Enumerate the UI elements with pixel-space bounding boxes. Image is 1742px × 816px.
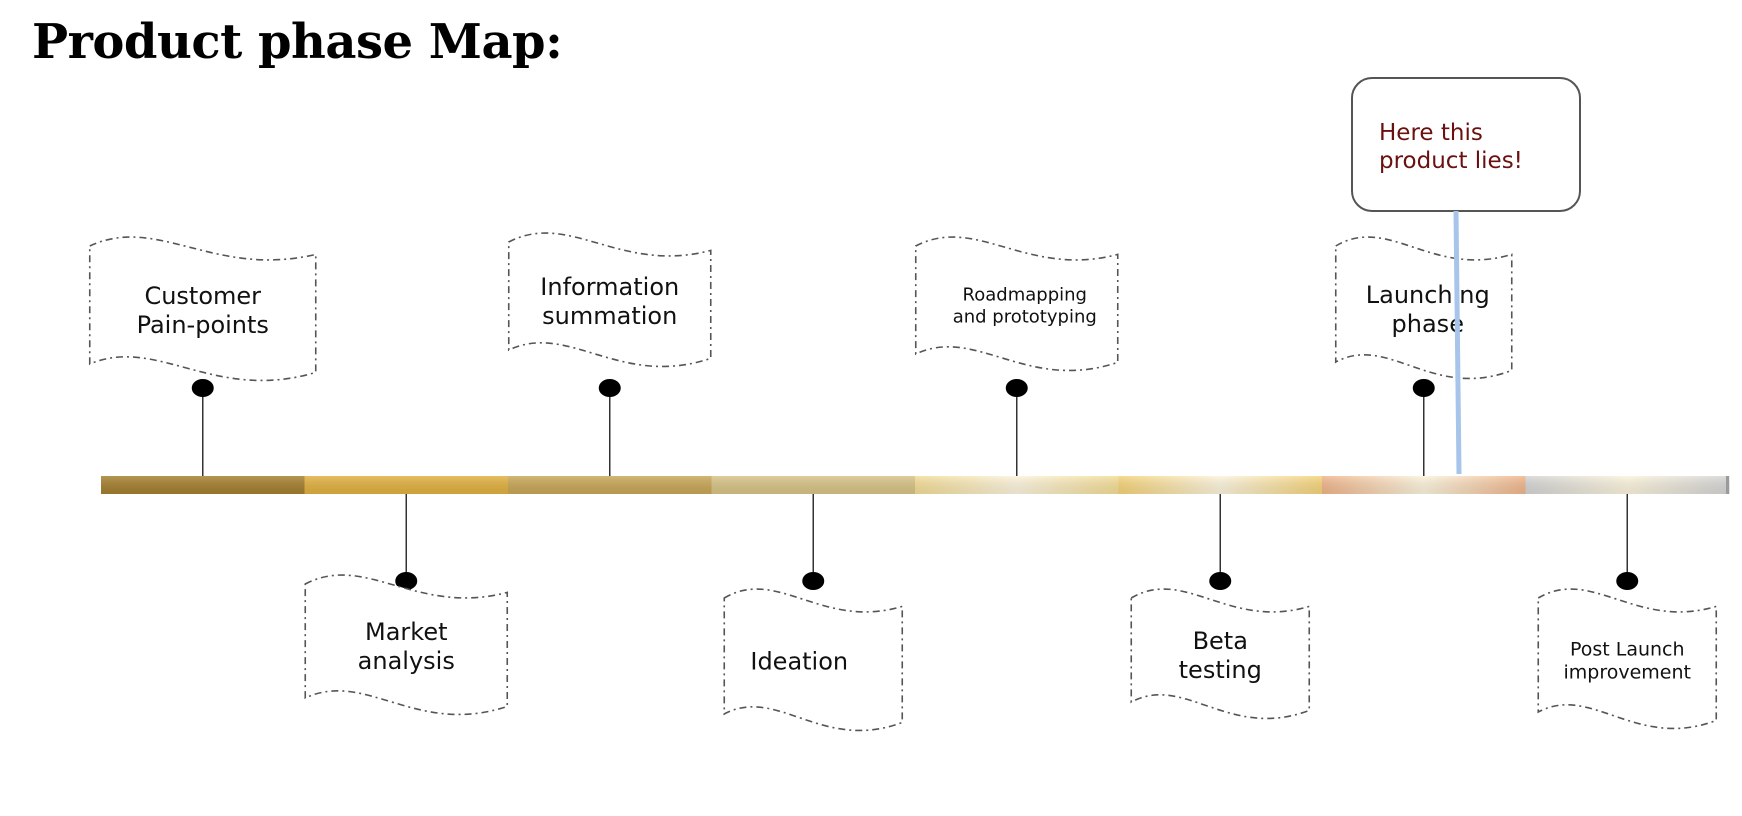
timeline-segment-shade [101,476,305,494]
phase-label: Customer [144,282,261,310]
phase-flag [507,232,712,368]
phase-pin [395,572,418,590]
phase-label: Beta [1193,627,1248,655]
phase-label: Roadmapping [963,285,1087,306]
timeline-segment-shade [711,476,916,494]
callout-line-1: Here this [1379,120,1483,146]
phase-label: summation [542,302,677,330]
phase-label: analysis [358,647,455,675]
timeline-segment-shade [304,476,509,494]
phase-label: improvement [1564,661,1692,683]
phase-pin [1005,379,1028,397]
phase-pin [1209,572,1232,590]
phase-flag [723,588,904,732]
callout-box [1351,77,1581,212]
phase-label: Post Launch [1570,638,1685,660]
phase-label: Launching [1366,281,1490,309]
phase-label: Pain-points [137,311,269,339]
phase-label: Information [540,273,679,301]
page-title: Product phase Map: [32,14,563,70]
callout-pointer [1453,210,1462,475]
timeline-bar [101,476,1730,494]
timeline-segment-shade [915,476,1119,494]
timeline-segment-shade [1322,476,1526,494]
phase-flag [1130,588,1311,720]
timeline-connectors [191,379,1639,590]
phase-label: phase [1392,310,1464,338]
phase-flag [914,236,1119,372]
phase-pin [191,379,214,397]
phase-label: Ideation [750,648,848,676]
callout-line-2: product lies! [1379,148,1523,174]
phase-label: testing [1179,656,1262,684]
phase-flag [1334,236,1513,380]
phase-label: and prototyping [953,306,1097,327]
phase-pin [1412,379,1435,397]
phase-pin [1616,572,1639,590]
timeline-segment-shade [508,476,712,494]
phase-flag [304,574,509,716]
phase-label: Market [365,618,448,646]
timeline-segment-shade [1118,476,1323,494]
phase-pin [598,379,621,397]
callout-group: Here this product lies! [1351,77,1581,475]
phase-flag [88,236,317,382]
timeline-segment-shade [1525,476,1730,494]
phase-flag [1537,588,1718,730]
timeline-end-cap [1726,476,1729,494]
phase-pin [802,572,825,590]
